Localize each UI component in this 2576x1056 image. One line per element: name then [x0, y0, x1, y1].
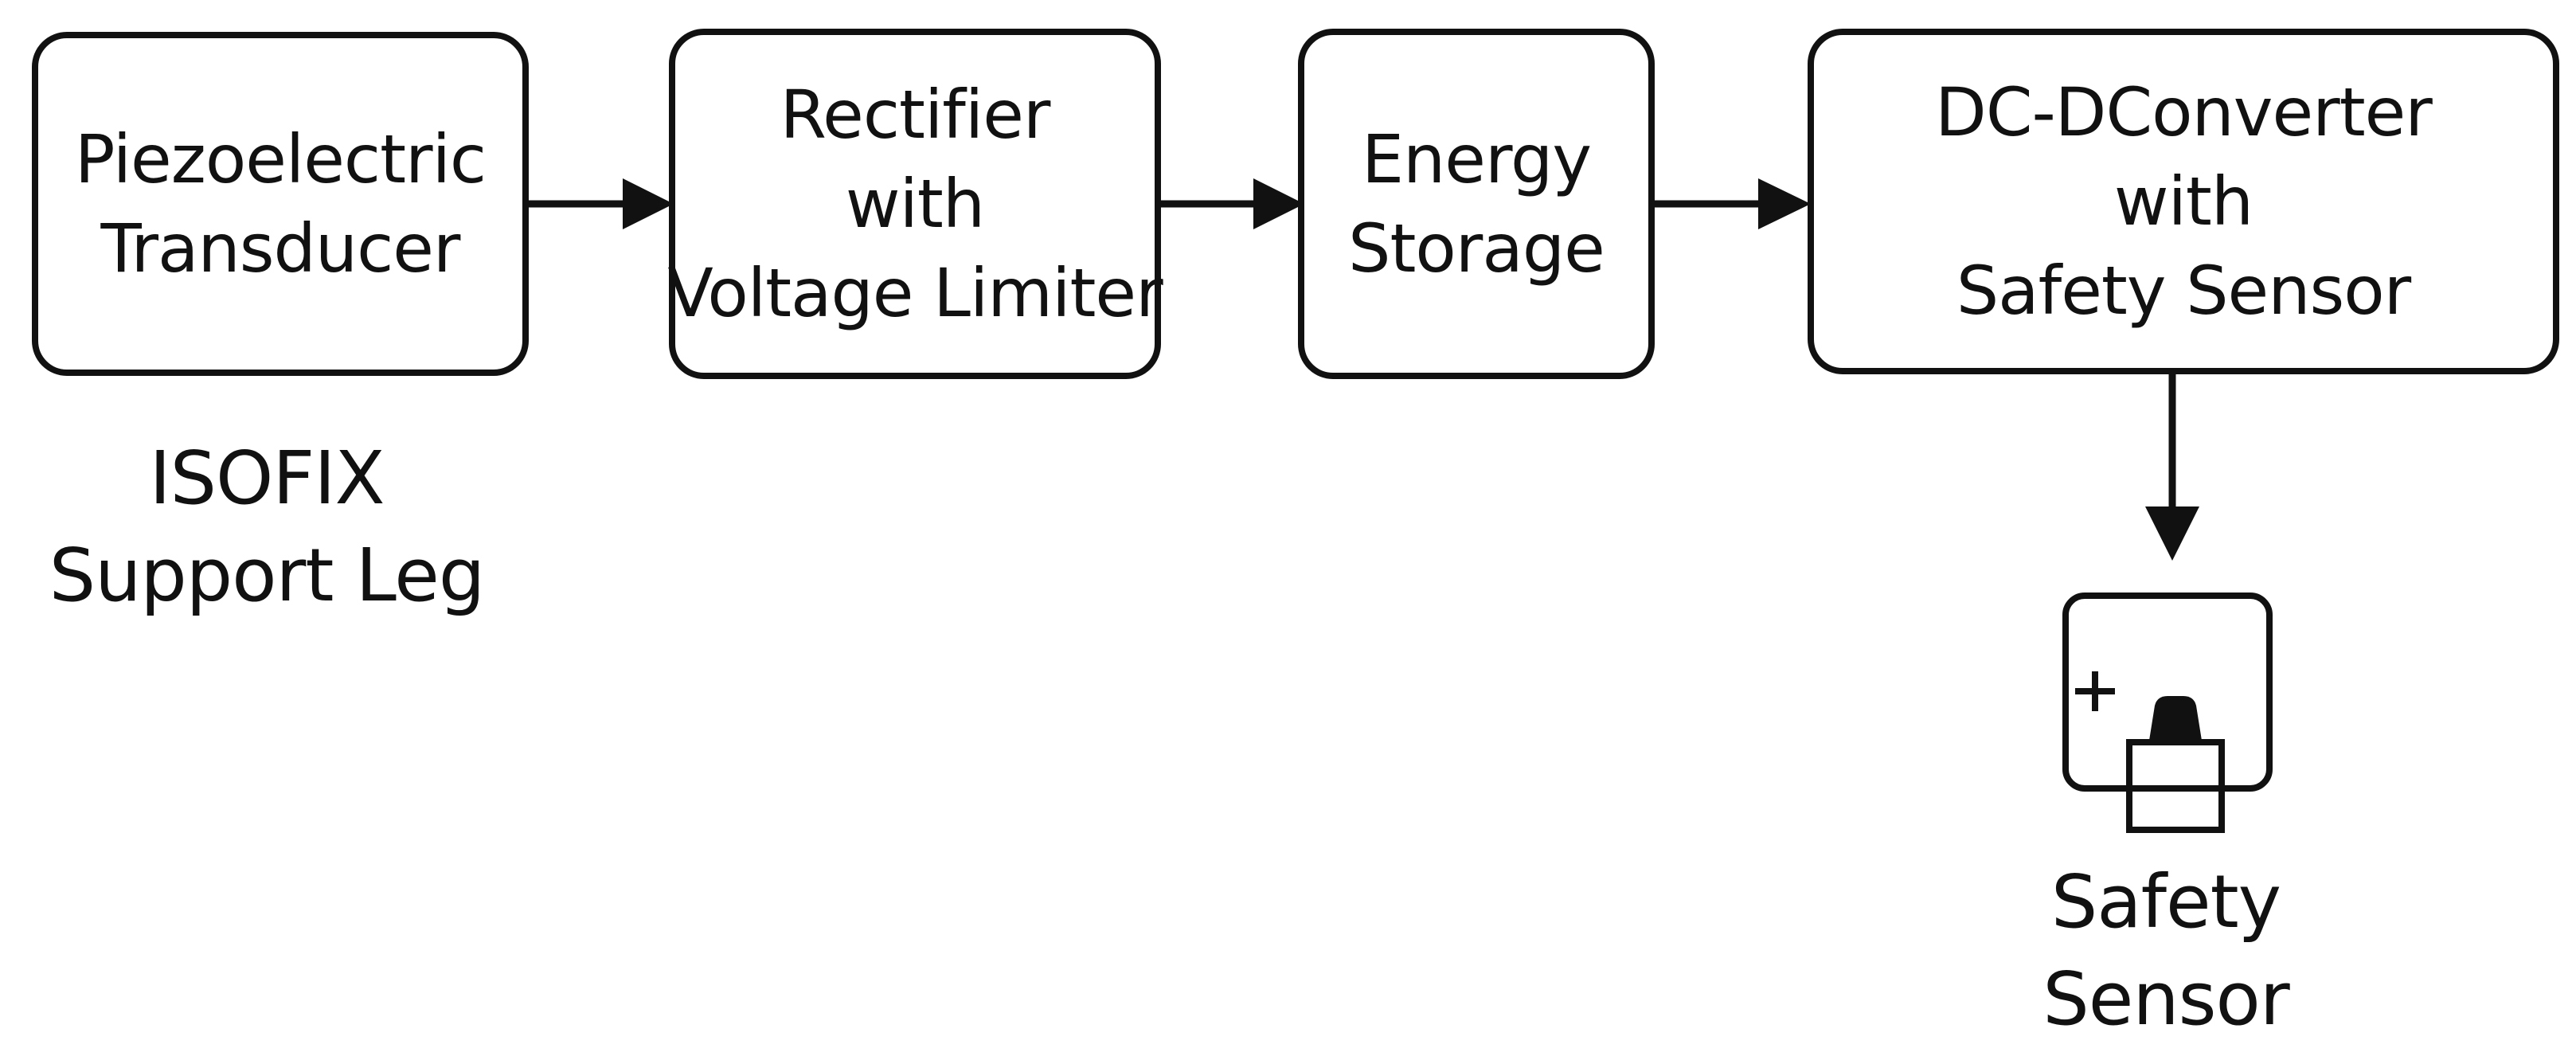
label-line: Support Leg: [49, 533, 486, 618]
safety-sensor-label: Safety Sensor: [1983, 854, 2349, 1048]
block-label-line: Voltage Limiter: [667, 254, 1163, 332]
block-label-line: DC-DConverter: [1935, 73, 2433, 151]
arrowhead-rectifier-to-storage: [1253, 178, 1304, 229]
label-line: ISOFIX: [149, 436, 385, 521]
label-line: Sensor: [2042, 956, 2289, 1042]
block-label-line: Piezoelectric: [74, 120, 487, 198]
block-label-line: Rectifier: [780, 76, 1051, 154]
block-label-line: Safety Sensor: [1956, 252, 2411, 330]
sensor-button: [2148, 696, 2203, 745]
piezoelectric-transducer-block: Piezoelectric Transducer: [32, 32, 529, 376]
dc-dc-converter-block: DC-DConverter with Safety Sensor: [1808, 29, 2559, 374]
block-label-line: Transducer: [100, 209, 461, 287]
label-line: Safety: [2050, 859, 2281, 945]
block-label-line: with: [2113, 162, 2254, 241]
arrowhead-transducer-to-rectifier: [623, 178, 674, 229]
rectifier-block: Rectifier with Voltage Limiter: [667, 29, 1163, 379]
block-label-line: with: [845, 165, 985, 243]
arrowhead-converter-to-sensor: [2145, 506, 2199, 561]
block-label-line: Energy: [1361, 120, 1592, 198]
safety-sensor-icon: [2062, 593, 2273, 833]
block-label-line: Storage: [1348, 209, 1605, 287]
energy-storage-block: Energy Storage: [1298, 29, 1655, 379]
arrowhead-storage-to-converter: [1758, 178, 1811, 229]
isofix-support-leg-label: ISOFIX Support Leg: [24, 430, 510, 624]
